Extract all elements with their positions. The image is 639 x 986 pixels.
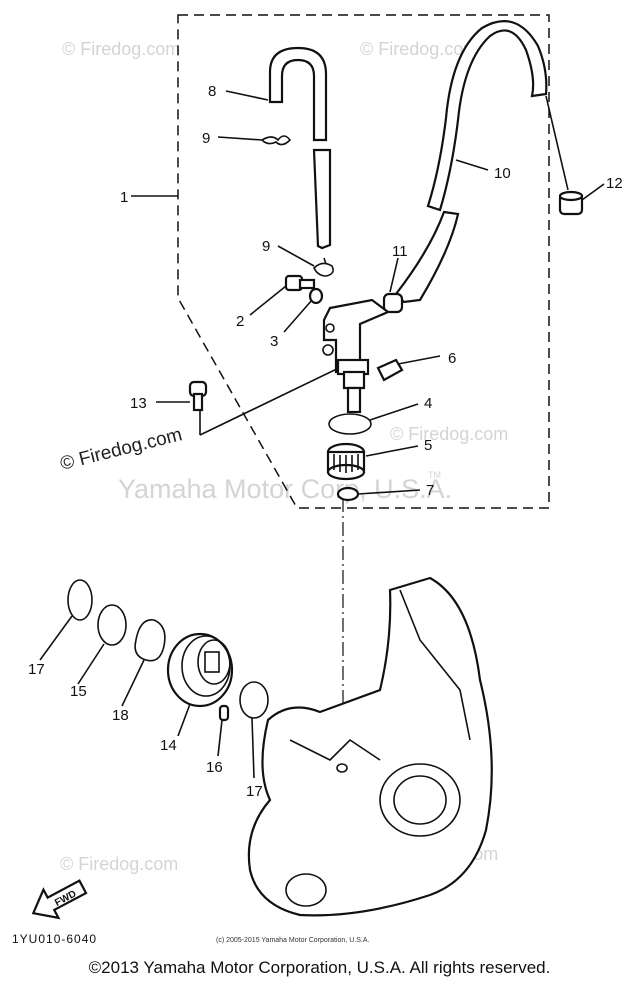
fitting-part-11 (382, 292, 404, 314)
circlip-part-17-right (239, 681, 269, 719)
hose-part-8 (268, 46, 332, 250)
fwd-arrow: FWD (31, 879, 88, 920)
callout-5: 5 (424, 437, 432, 454)
callout-4: 4 (424, 395, 432, 412)
firedog-watermark: © Firedog.com (360, 39, 478, 59)
circlip-part-17-left (67, 579, 93, 621)
assembly-outline (177, 14, 550, 509)
center-watermark: Yamaha Motor Corp, U.S.A. (118, 474, 452, 504)
clip-part-9-lower (313, 257, 334, 277)
callout-16: 16 (206, 759, 223, 776)
callout-2: 2 (236, 313, 244, 330)
callout-labels: 1 2 3 4 5 6 7 8 9 9 10 11 12 13 14 15 16… (28, 83, 623, 800)
oil-pump-body (322, 298, 391, 414)
callout-13: 13 (130, 395, 147, 412)
callout-9-upper: 9 (202, 130, 210, 147)
seal-part-18 (134, 619, 166, 662)
callout-17-right: 17 (246, 783, 263, 800)
callout-10: 10 (494, 165, 511, 182)
callout-leaders (39, 90, 605, 779)
callout-6: 6 (448, 350, 456, 367)
bolt-part-2 (284, 274, 316, 292)
hose-part-10 (394, 20, 548, 304)
callout-15: 15 (70, 683, 87, 700)
callout-9-lower: 9 (262, 238, 270, 255)
firedog-watermark: © Firedog.com (390, 424, 508, 444)
crankcase-cover (247, 576, 493, 917)
o-ring-part-4 (328, 413, 372, 435)
callout-18: 18 (112, 707, 129, 724)
firedog-watermark: © Firedog.com (60, 854, 178, 874)
callout-1: 1 (120, 189, 128, 206)
trademark-watermark: TM (428, 470, 441, 480)
firedog-watermark: © Firedog.com (62, 39, 180, 59)
callout-12: 12 (606, 175, 623, 192)
callout-3: 3 (270, 333, 278, 350)
pin-part-16 (218, 704, 230, 722)
footer-copyright: ©2013 Yamaha Motor Corporation, U.S.A. A… (88, 958, 551, 977)
screw-part-13 (188, 380, 208, 412)
diagram-part-number: 1YU010-6040 (12, 932, 98, 946)
callout-8: 8 (208, 83, 216, 100)
callout-11: 11 (392, 243, 408, 260)
leader-line (199, 364, 346, 436)
shaft-part-6 (376, 358, 404, 382)
firedog-watermark-dark: © Firedog.com (58, 424, 184, 475)
small-copyright: (c) 2005-2015 Yamaha Motor Corporation, … (216, 937, 370, 944)
gear-part-5 (326, 442, 366, 481)
pulley-part-14 (166, 632, 234, 708)
cap-part-12 (558, 190, 584, 216)
clip-part-9-upper (260, 135, 292, 146)
watermark-layer: © Firedog.com © Firedog.com © Firedog.co… (60, 39, 508, 874)
washer-part-7 (336, 486, 360, 502)
callout-7: 7 (426, 482, 434, 499)
callout-17-left: 17 (28, 661, 45, 678)
washer-part-3 (308, 287, 324, 305)
callout-14: 14 (160, 737, 177, 754)
washer-part-15 (97, 604, 127, 646)
